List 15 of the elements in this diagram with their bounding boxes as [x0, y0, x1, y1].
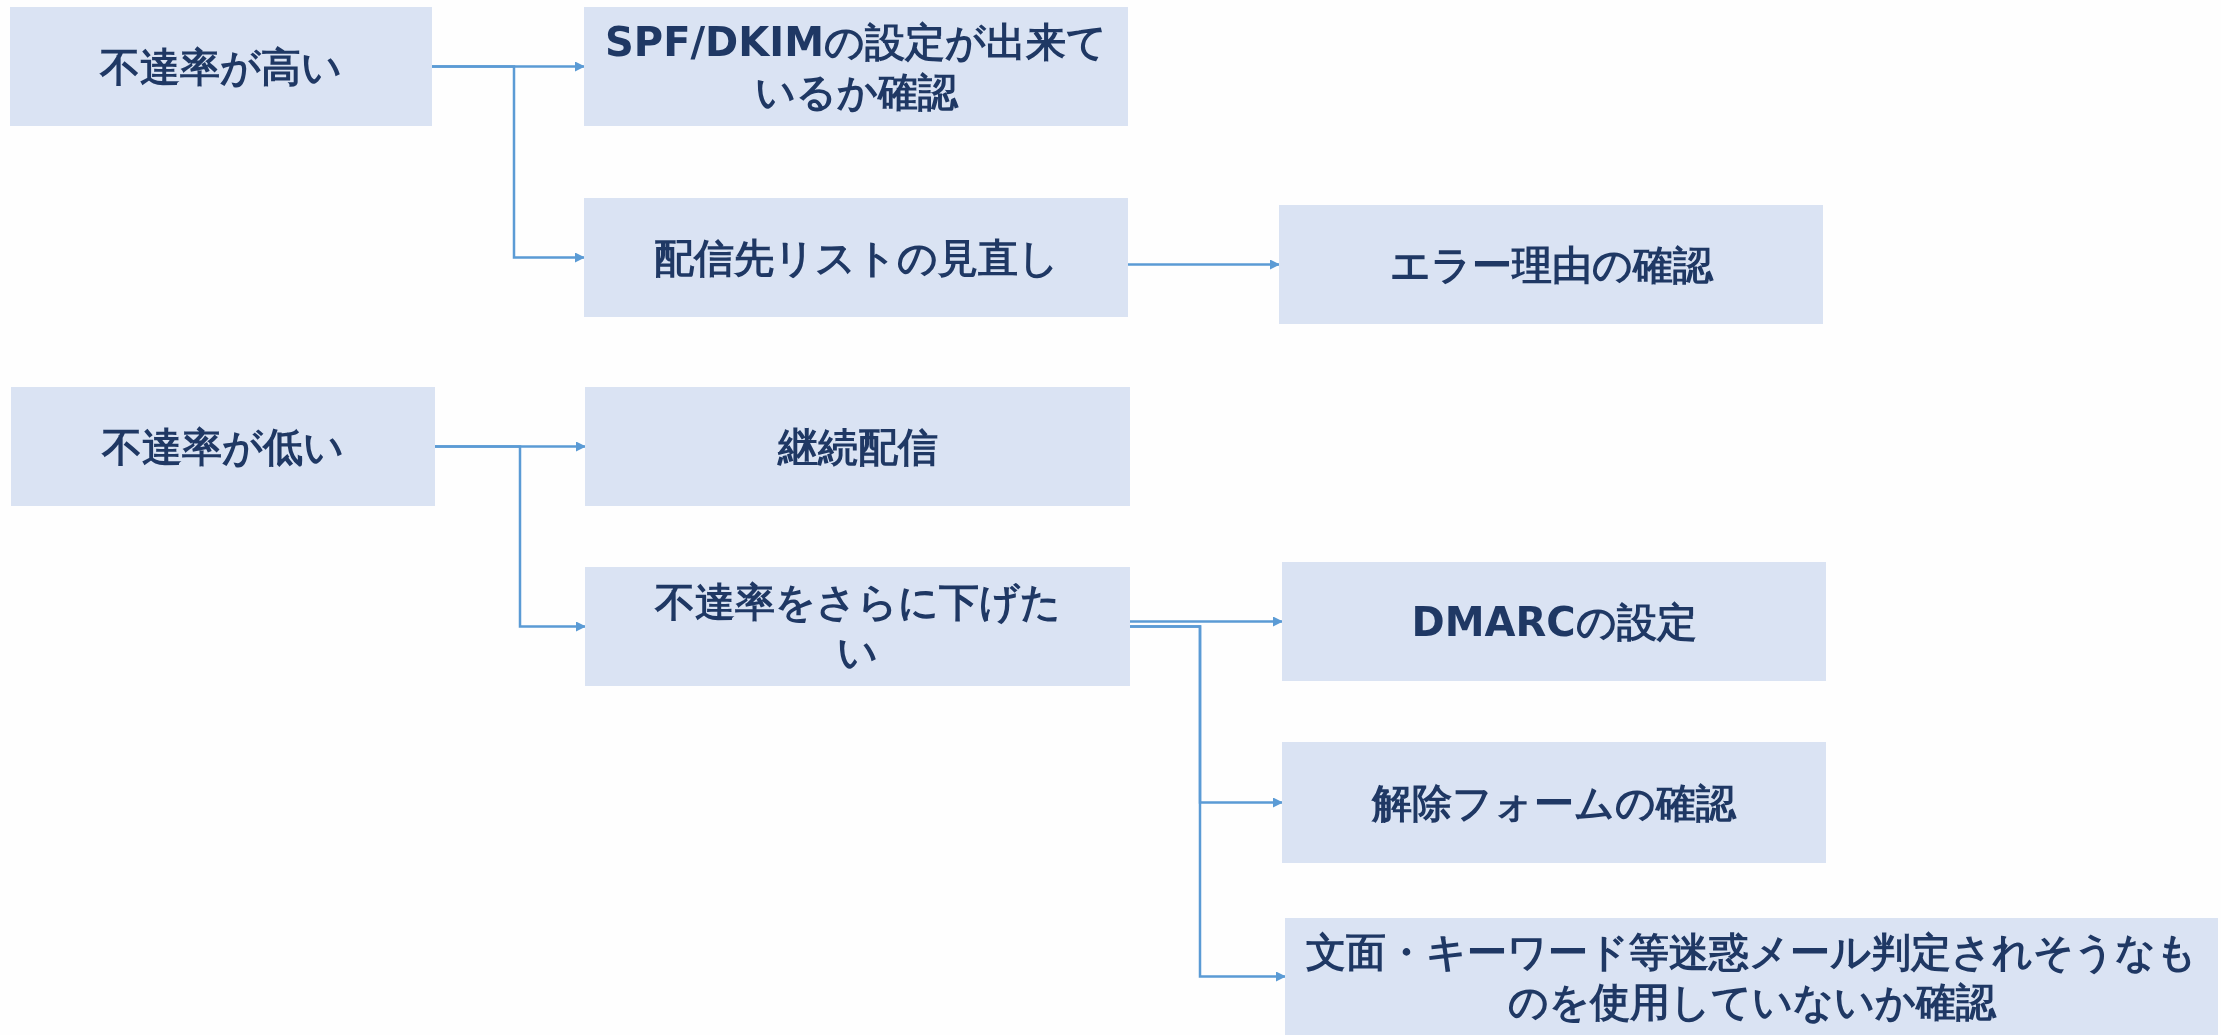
arrow — [1128, 259, 1280, 270]
process-box: 不達率が高い — [10, 7, 432, 126]
process-box: 継続配信 — [585, 387, 1130, 506]
arrow — [1130, 625, 1286, 982]
arrow — [432, 65, 585, 263]
arrow — [435, 445, 586, 632]
arrow — [1130, 616, 1283, 627]
process-box: 文面・キーワード等迷惑メール判定されそうなものを使用していないか確認 — [1285, 918, 2218, 1035]
process-box: エラー理由の確認 — [1279, 205, 1823, 324]
process-box: 不達率をさらに下げたい — [585, 567, 1130, 686]
process-box: SPF/DKIMの設定が出来ているか確認 — [584, 7, 1128, 126]
process-box: 解除フォームの確認 — [1282, 742, 1826, 863]
process-box: DMARCの設定 — [1282, 562, 1826, 681]
process-box: 不達率が低い — [11, 387, 435, 506]
process-box: 配信先リストの見直し — [584, 198, 1128, 317]
